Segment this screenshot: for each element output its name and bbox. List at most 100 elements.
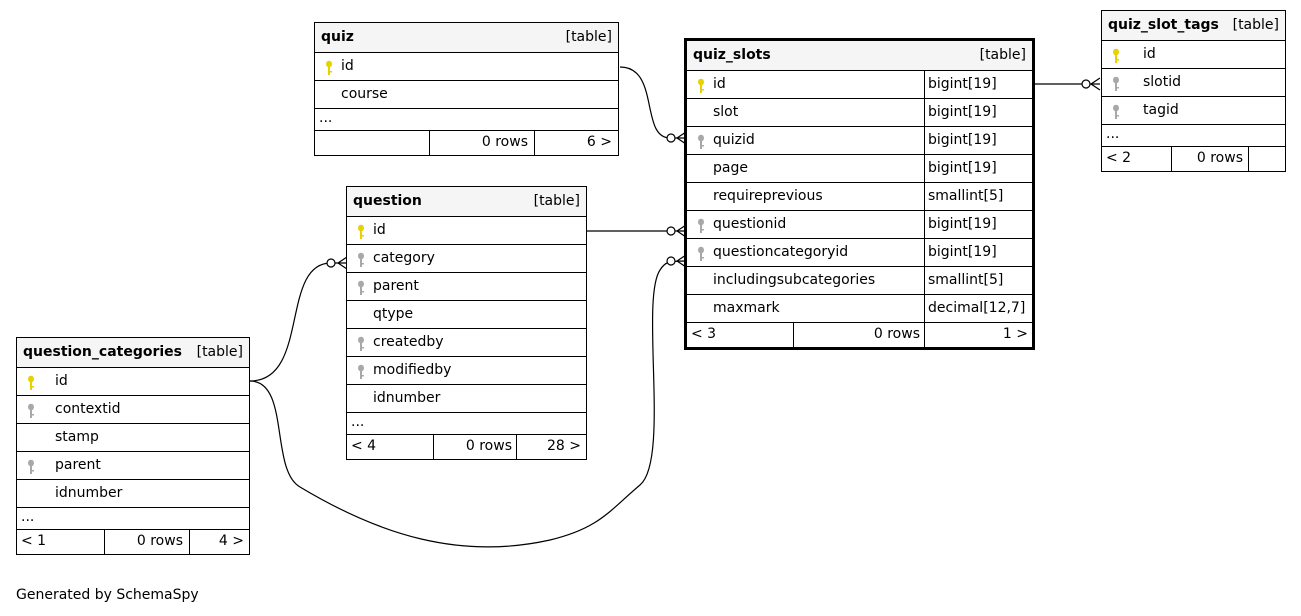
- column-name: idnumber: [373, 390, 441, 406]
- table-footer: < 1 0 rows 4 >: [17, 530, 249, 554]
- column-row: qtype: [347, 301, 586, 329]
- table-header: quiz_slots [table]: [687, 41, 1032, 71]
- column-row: parent: [17, 452, 249, 480]
- table-quiz[interactable]: quiz [table] id course ... 0 rows 6 >: [314, 22, 619, 156]
- column-name: maxmark: [713, 300, 780, 316]
- column-name: id: [341, 58, 354, 74]
- table-quiz-slots[interactable]: quiz_slots [table] id bigint[19] slot bi…: [684, 38, 1035, 350]
- column-type: bigint[19]: [928, 104, 997, 120]
- parents-link[interactable]: < 4: [351, 438, 377, 454]
- column-row: id: [347, 217, 586, 245]
- column-type: bigint[19]: [928, 76, 997, 92]
- parents-link[interactable]: < 2: [1106, 150, 1132, 166]
- column-row: maxmark decimal[12,7]: [687, 295, 1032, 323]
- foreign-key-icon: [358, 280, 364, 295]
- column-row: page bigint[19]: [687, 155, 1032, 183]
- column-name: id: [55, 373, 68, 389]
- primary-key-icon: [28, 375, 34, 390]
- primary-key-icon: [698, 78, 704, 93]
- table-type: [table]: [1232, 17, 1279, 33]
- table-quiz-slot-tags[interactable]: quiz_slot_tags [table] id slotid tagid .…: [1101, 10, 1286, 172]
- column-name: slot: [713, 104, 739, 120]
- column-name: qtype: [373, 306, 414, 322]
- column-row: category: [347, 245, 586, 273]
- table-footer: < 3 0 rows 1 >: [687, 323, 1032, 347]
- foreign-key-icon: [698, 134, 704, 149]
- more-columns: ...: [17, 508, 249, 530]
- table-name: question: [353, 193, 422, 209]
- row-count: 0 rows: [465, 438, 512, 454]
- column-type: smallint[5]: [928, 272, 1004, 288]
- column-name: id: [713, 76, 726, 92]
- column-row: id bigint[19]: [687, 71, 1032, 99]
- children-link[interactable]: 4 >: [218, 533, 244, 549]
- table-name: quiz_slots: [693, 47, 771, 63]
- table-question-categories[interactable]: question_categories [table] id contextid…: [16, 337, 250, 555]
- children-link[interactable]: 6 >: [586, 134, 612, 150]
- table-footer: 0 rows 6 >: [315, 131, 618, 155]
- table-question[interactable]: question [table] id category parent qtyp…: [346, 186, 587, 460]
- row-count: 0 rows: [1196, 150, 1243, 166]
- table-name: quiz_slot_tags: [1108, 17, 1219, 33]
- column-name: requireprevious: [713, 188, 823, 204]
- column-row: idnumber: [347, 385, 586, 413]
- table-header: question_categories [table]: [17, 338, 249, 368]
- table-type: [table]: [979, 47, 1026, 63]
- parents-link[interactable]: < 3: [691, 326, 717, 342]
- table-header: question [table]: [347, 187, 586, 217]
- more-columns: ...: [315, 109, 618, 131]
- foreign-key-icon: [358, 252, 364, 267]
- column-row: includingsubcategories smallint[5]: [687, 267, 1032, 295]
- children-link[interactable]: 28 >: [547, 438, 581, 454]
- column-type: bigint[19]: [928, 132, 997, 148]
- primary-key-icon: [1113, 48, 1119, 63]
- edge-question-categories-question: [249, 262, 347, 382]
- row-count: 0 rows: [481, 134, 528, 150]
- foreign-key-icon: [1113, 104, 1119, 119]
- column-type: smallint[5]: [928, 188, 1004, 204]
- column-row: requireprevious smallint[5]: [687, 183, 1032, 211]
- column-row: stamp: [17, 424, 249, 452]
- column-name: parent: [55, 457, 101, 473]
- column-row: modifiedby: [347, 357, 586, 385]
- table-type: [table]: [196, 344, 243, 360]
- column-row: slotid: [1102, 69, 1285, 97]
- column-row: id: [17, 368, 249, 396]
- foreign-key-icon: [358, 336, 364, 351]
- column-name: questionid: [713, 216, 787, 232]
- table-footer: < 2 0 rows: [1102, 147, 1285, 171]
- column-name: tagid: [1143, 102, 1179, 118]
- column-row: parent: [347, 273, 586, 301]
- foreign-key-icon: [358, 364, 364, 379]
- column-name: page: [713, 160, 748, 176]
- table-name: quiz: [321, 29, 354, 45]
- table-footer: < 4 0 rows 28 >: [347, 435, 586, 459]
- column-name: contextid: [55, 401, 121, 417]
- foreign-key-icon: [1113, 76, 1119, 91]
- column-name: id: [1143, 46, 1156, 62]
- column-name: stamp: [55, 429, 99, 445]
- parents-link[interactable]: < 1: [21, 533, 47, 549]
- column-name: category: [373, 250, 435, 266]
- column-row: contextid: [17, 396, 249, 424]
- column-name: modifiedby: [373, 362, 452, 378]
- column-row: tagid: [1102, 97, 1285, 125]
- column-row: questionid bigint[19]: [687, 211, 1032, 239]
- column-row: course: [315, 81, 618, 109]
- column-row: id: [1102, 41, 1285, 69]
- foreign-key-icon: [698, 246, 704, 261]
- foreign-key-icon: [28, 403, 34, 418]
- column-row: slot bigint[19]: [687, 99, 1032, 127]
- primary-key-icon: [326, 60, 332, 75]
- children-link[interactable]: 1 >: [1002, 326, 1028, 342]
- foreign-key-icon: [28, 459, 34, 474]
- row-count: 0 rows: [873, 326, 920, 342]
- foreign-key-icon: [698, 218, 704, 233]
- column-name: questioncategoryid: [713, 244, 849, 260]
- generator-credit: Generated by SchemaSpy: [16, 587, 199, 603]
- table-header: quiz_slot_tags [table]: [1102, 11, 1285, 41]
- column-name: idnumber: [55, 485, 123, 501]
- column-type: bigint[19]: [928, 216, 997, 232]
- row-count: 0 rows: [136, 533, 183, 549]
